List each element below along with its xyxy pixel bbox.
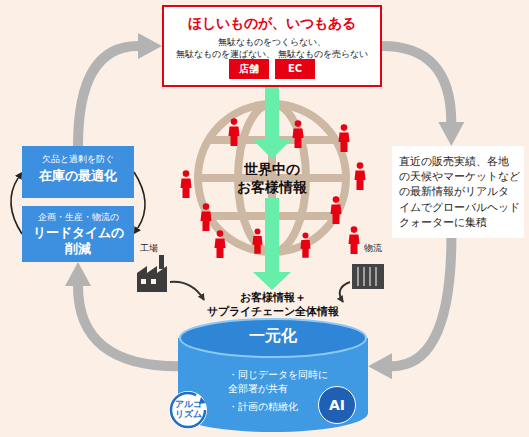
badge-circle: AI bbox=[318, 386, 356, 424]
process-subtitle: 欠品と過剰を防ぐ bbox=[22, 154, 134, 166]
process-title: リードタイムの 削減 bbox=[28, 225, 128, 258]
process-title: 在庫の最適化 bbox=[22, 168, 134, 185]
channel-button: 店舗 bbox=[229, 59, 269, 79]
goal-box: ほしいものが、いつもある無駄なものをつくらない、無駄なものを運ばない、 無駄なも… bbox=[162, 5, 382, 87]
goal-subtitle: 無駄なものをつくらない、無駄なものを運ばない、 無駄なものを売らない bbox=[172, 36, 372, 61]
badge-text: AI bbox=[318, 396, 356, 414]
cycle-arrow bbox=[78, 286, 178, 366]
database-cylinder: 一元化・同じデータを同時に 全部署が共有・計画の精緻化アルゴ リズムAI bbox=[178, 318, 368, 433]
process-subtitle: 企画・生産・物流の bbox=[22, 212, 134, 224]
flow-caption: お客様情報＋ サプライチェーン全体情報 bbox=[203, 291, 343, 318]
icon-label: 工場 bbox=[140, 243, 158, 255]
channel-button: EC bbox=[275, 59, 315, 79]
cylinder-title: 一元化 bbox=[178, 326, 368, 347]
process-box: 欠品と過剰を防ぐ在庫の最適化 bbox=[22, 146, 134, 198]
button-label: EC bbox=[275, 62, 315, 75]
icon-label: 物流 bbox=[364, 243, 382, 255]
loop-arrow bbox=[11, 178, 22, 234]
info-box: 直近の販売実績、各地 の天候やマーケットなど の最新情報がリアルタ イムでグロー… bbox=[392, 146, 524, 238]
badge-circle: アルゴ リズム bbox=[168, 390, 208, 430]
factory-icon bbox=[137, 255, 167, 292]
info-text: 直近の販売実績、各地 の天候やマーケットなど の最新情報がリアルタ イムでグロー… bbox=[399, 154, 517, 230]
bullet-item: ・同じデータを同時に 全部署が共有 bbox=[228, 368, 338, 395]
button-label: 店舗 bbox=[229, 62, 269, 75]
container-icon bbox=[352, 264, 384, 289]
leader-arrow bbox=[170, 282, 204, 300]
cycle-arrow bbox=[382, 46, 451, 122]
customer-figures bbox=[181, 118, 366, 258]
cycle-arrow bbox=[392, 238, 451, 366]
goal-title: ほしいものが、いつもある bbox=[164, 14, 380, 32]
leader-arrow bbox=[340, 282, 350, 302]
cycle-arrow bbox=[78, 46, 138, 146]
loop-arrow bbox=[134, 172, 145, 228]
globe-caption: 世界中の お客様情報 bbox=[232, 160, 312, 196]
process-box: 企画・生産・物流のリードタイムの 削減 bbox=[22, 206, 134, 262]
badge-text: アルゴ リズム bbox=[168, 400, 208, 420]
